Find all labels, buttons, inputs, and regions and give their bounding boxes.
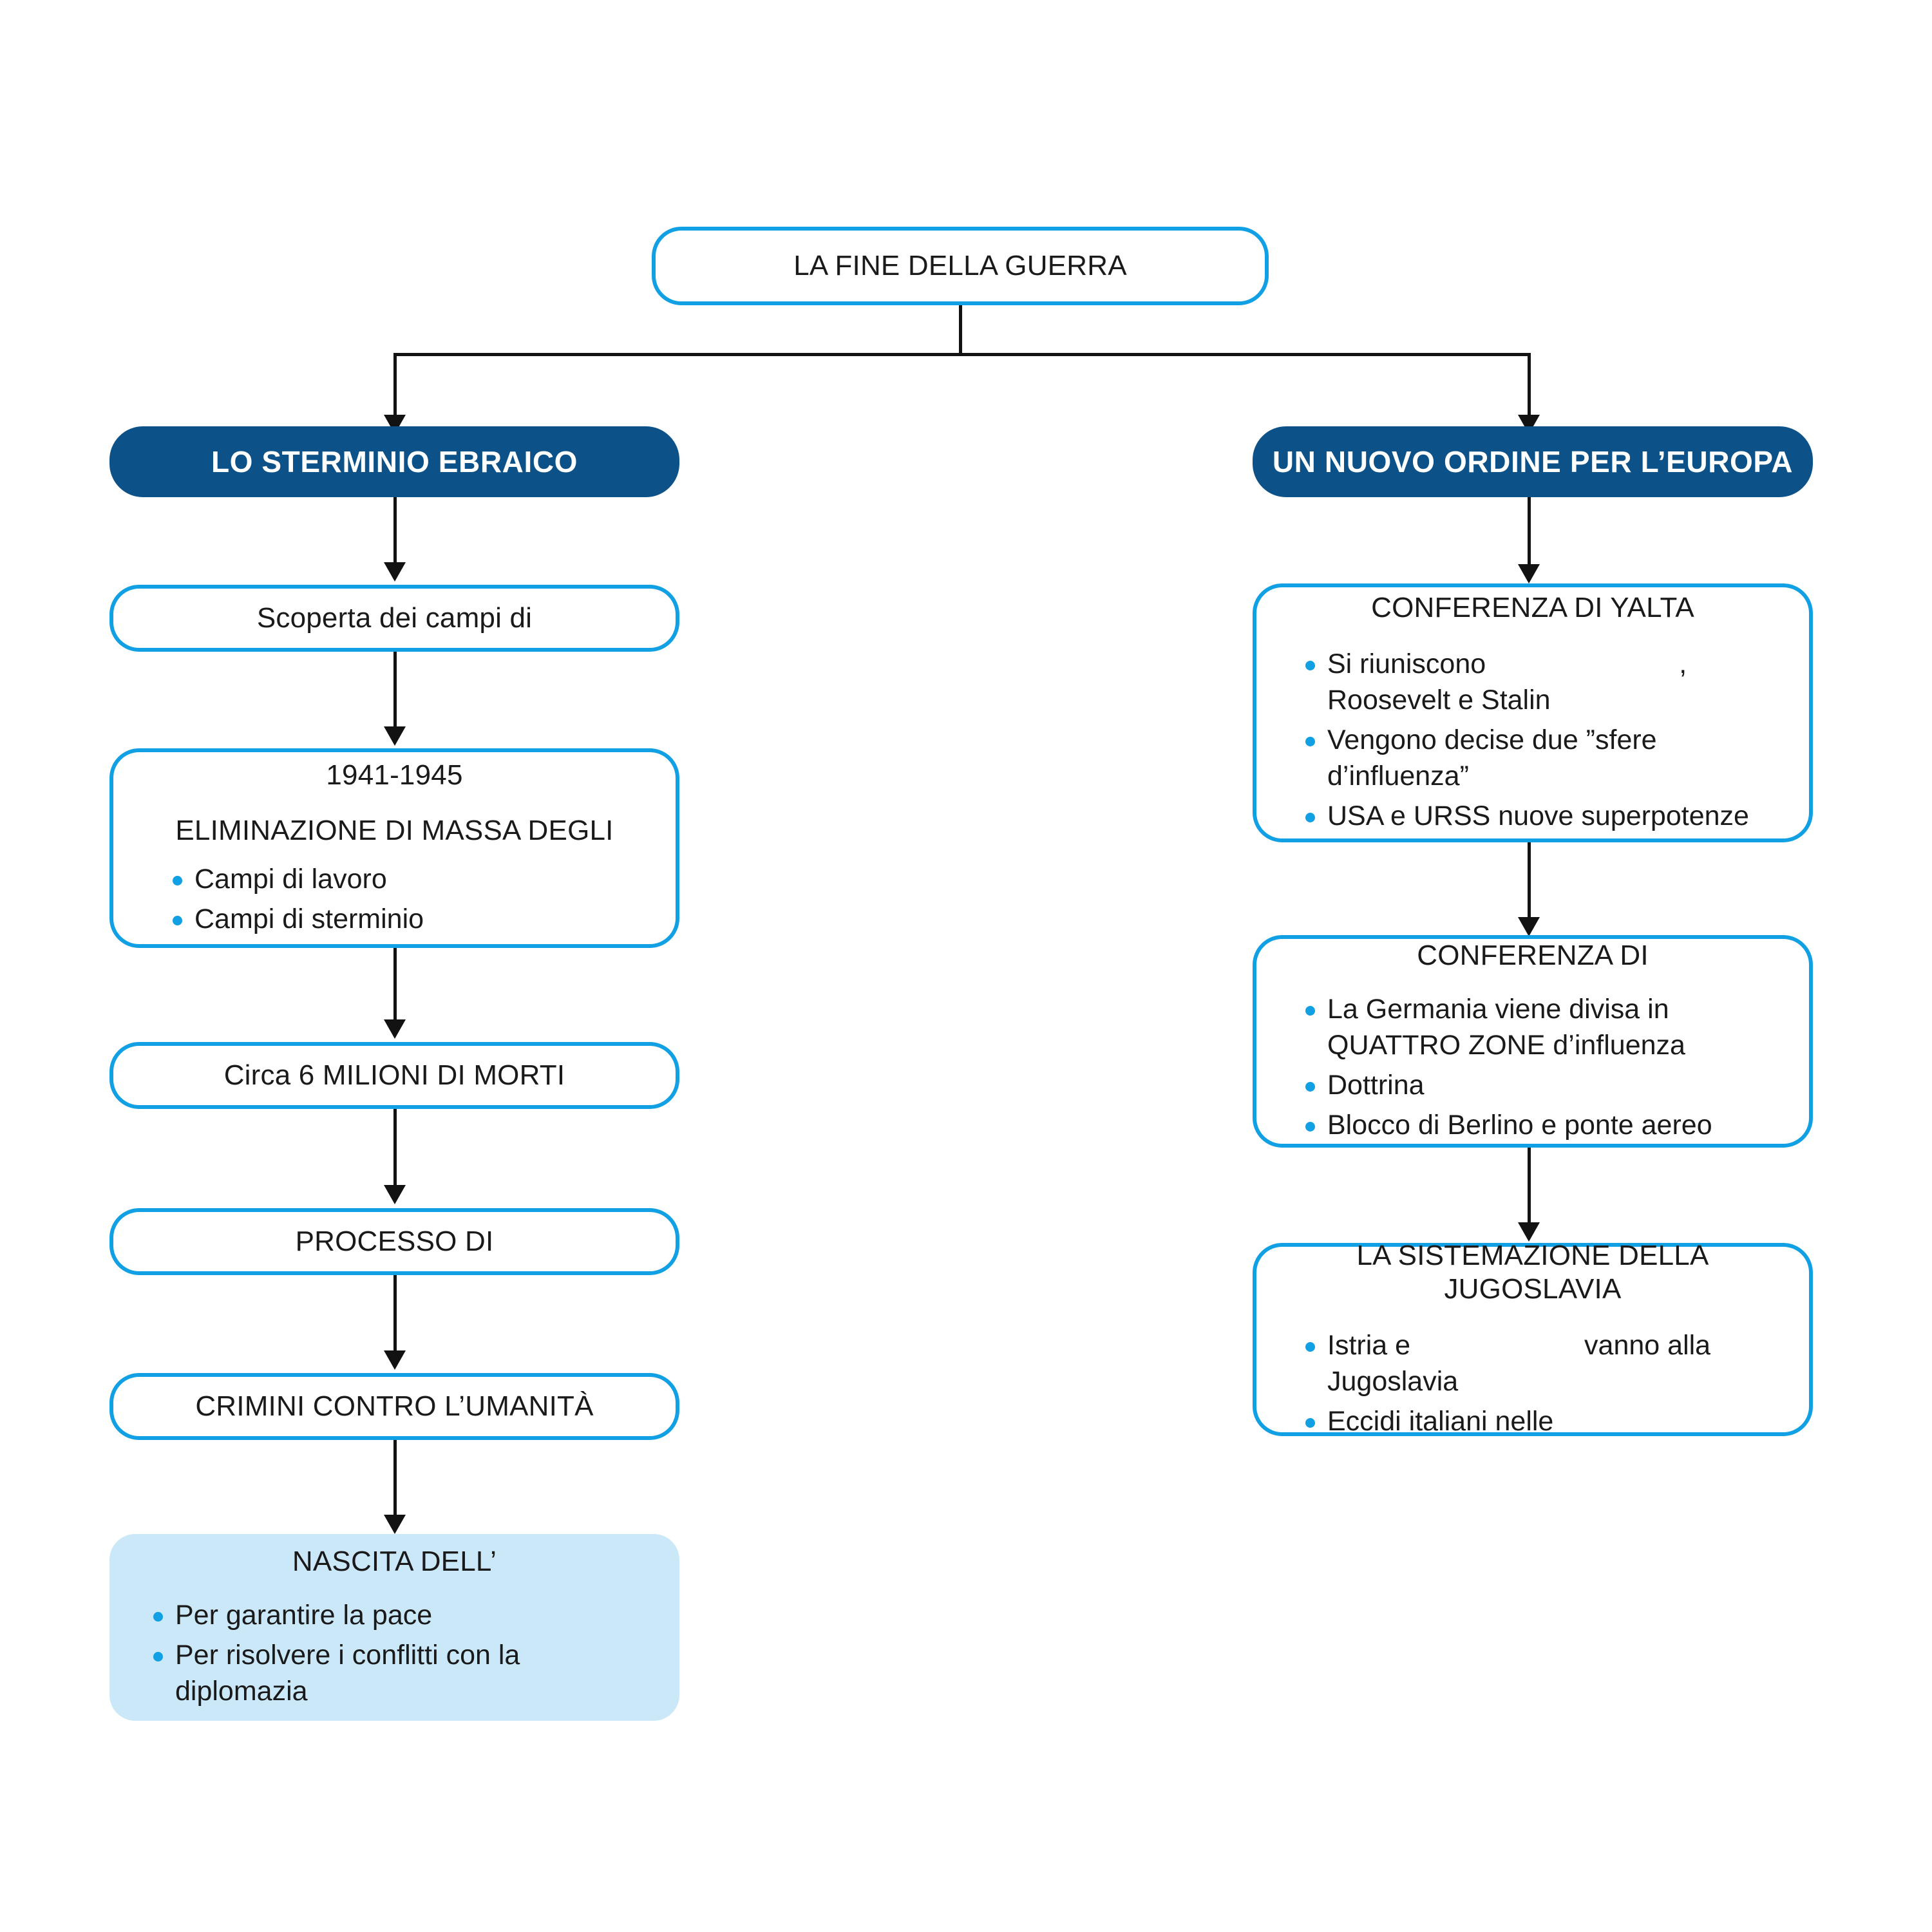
connector-left-h-to-1 xyxy=(393,497,397,571)
bullet-text-pre: Istria e xyxy=(1327,1330,1411,1361)
arrowhead-left-4 xyxy=(384,1185,406,1204)
connector-left-3-to-4 xyxy=(393,1109,397,1194)
connector-split-bar xyxy=(393,353,1531,356)
node-right-2[interactable]: CONFERENZA DI La Germania viene divisa i… xyxy=(1253,935,1813,1148)
list-item: Dottrina xyxy=(1305,1068,1797,1104)
node-left-header-title: LO STERMINIO EBRAICO xyxy=(211,444,578,478)
node-right-header[interactable]: UN NUOVO ORDINE PER L’EUROPA xyxy=(1253,426,1813,497)
connector-root-stem xyxy=(959,305,962,354)
arrowhead-right-1 xyxy=(1518,564,1540,583)
connector-right-2-to-3 xyxy=(1528,1148,1531,1231)
node-left-2-title: 1941-1945 xyxy=(326,759,463,791)
list-item: Eccidi italiani nelle xyxy=(1305,1404,1797,1440)
list-item: La Germania viene divisa in QUATTRO ZONE… xyxy=(1305,992,1797,1064)
connector-left-2-to-3 xyxy=(393,948,397,1028)
node-right-1-title: CONFERENZA DI YALTA xyxy=(1371,592,1694,624)
node-left-5-title: CRIMINI CONTRO L’UMANITÀ xyxy=(195,1390,594,1423)
bullet-text-pre: Si riuniscono xyxy=(1327,649,1486,680)
node-left-6-list: Per garantire la pace Per risolvere i co… xyxy=(126,1598,663,1710)
node-right-2-title: CONFERENZA DI xyxy=(1417,940,1649,972)
list-item: Si riuniscono , Roosevelt e Stalin xyxy=(1305,647,1797,719)
arrowhead-left-6 xyxy=(384,1515,406,1534)
connector-split-right-drop xyxy=(1528,353,1531,424)
node-root-title: LA FINE DELLA GUERRA xyxy=(793,250,1127,282)
node-left-2[interactable]: 1941-1945 ELIMINAZIONE DI MASSA DEGLI Ca… xyxy=(109,748,679,948)
list-item: Istria e vanno alla Jugoslavia xyxy=(1305,1328,1791,1400)
arrowhead-left-5 xyxy=(384,1350,406,1370)
connector-left-1-to-2 xyxy=(393,652,397,735)
node-left-1[interactable]: Scoperta dei campi di xyxy=(109,585,679,652)
bullet-text-post: vanno alla Jugoslavia xyxy=(1327,1330,1711,1397)
node-root[interactable]: LA FINE DELLA GUERRA xyxy=(652,227,1269,305)
connector-right-1-to-2 xyxy=(1528,842,1531,926)
bullet-text-post: , Roosevelt e Stalin xyxy=(1327,649,1687,716)
node-left-header[interactable]: LO STERMINIO EBRAICO xyxy=(109,426,679,497)
connector-left-4-to-5 xyxy=(393,1275,397,1359)
connector-right-h-to-1 xyxy=(1528,497,1531,573)
connector-split-left-drop xyxy=(393,353,397,424)
arrowhead-left-2 xyxy=(384,726,406,746)
fill-in-blank[interactable] xyxy=(1410,1328,1584,1364)
list-item: Vengono decise due ”sfere d’influenza” xyxy=(1305,723,1739,795)
node-right-1-list: Si riuniscono , Roosevelt e Stalin Vengo… xyxy=(1268,647,1797,834)
arrowhead-right-2 xyxy=(1518,917,1540,936)
fill-in-blank[interactable] xyxy=(1486,647,1679,683)
connector-left-5-to-6 xyxy=(393,1440,397,1524)
node-left-3-title: Circa 6 MILIONI DI MORTI xyxy=(223,1059,565,1092)
node-right-2-list: La Germania viene divisa in QUATTRO ZONE… xyxy=(1268,992,1797,1144)
list-item: Blocco di Berlino e ponte aereo xyxy=(1305,1108,1797,1144)
node-right-3-title: LA SISTEMAZIONE DELLA JUGOSLAVIA xyxy=(1356,1240,1709,1305)
list-item: Campi di lavoro xyxy=(173,862,663,898)
list-item: USA e URSS nuove superpotenze xyxy=(1305,799,1797,835)
node-right-header-title: UN NUOVO ORDINE PER L’EUROPA xyxy=(1272,444,1794,478)
node-left-5[interactable]: CRIMINI CONTRO L’UMANITÀ xyxy=(109,1373,679,1440)
node-left-1-title: Scoperta dei campi di xyxy=(256,602,533,634)
node-left-4-title: PROCESSO DI xyxy=(295,1226,494,1258)
node-left-2-subtitle: ELIMINAZIONE DI MASSA DEGLI xyxy=(175,815,614,847)
node-left-2-list: Campi di lavoro Campi di sterminio xyxy=(126,862,663,938)
list-item: Campi di sterminio xyxy=(173,902,663,938)
arrowhead-right-3 xyxy=(1518,1222,1540,1242)
node-right-3-list: Istria e vanno alla Jugoslavia Eccidi it… xyxy=(1268,1328,1797,1440)
node-left-3[interactable]: Circa 6 MILIONI DI MORTI xyxy=(109,1042,679,1109)
arrowhead-left-1 xyxy=(384,562,406,582)
list-item: Per garantire la pace xyxy=(153,1598,663,1634)
node-right-1[interactable]: CONFERENZA DI YALTA Si riuniscono , Roos… xyxy=(1253,583,1813,842)
node-right-3[interactable]: LA SISTEMAZIONE DELLA JUGOSLAVIA Istria … xyxy=(1253,1240,1813,1437)
node-left-6-title: NASCITA DELL’ xyxy=(292,1546,497,1578)
node-left-4[interactable]: PROCESSO DI xyxy=(109,1208,679,1275)
arrowhead-left-3 xyxy=(384,1019,406,1039)
node-left-6[interactable]: NASCITA DELL’ Per garantire la pace Per … xyxy=(109,1534,679,1721)
list-item: Per risolvere i conflitti con la diploma… xyxy=(153,1638,536,1710)
